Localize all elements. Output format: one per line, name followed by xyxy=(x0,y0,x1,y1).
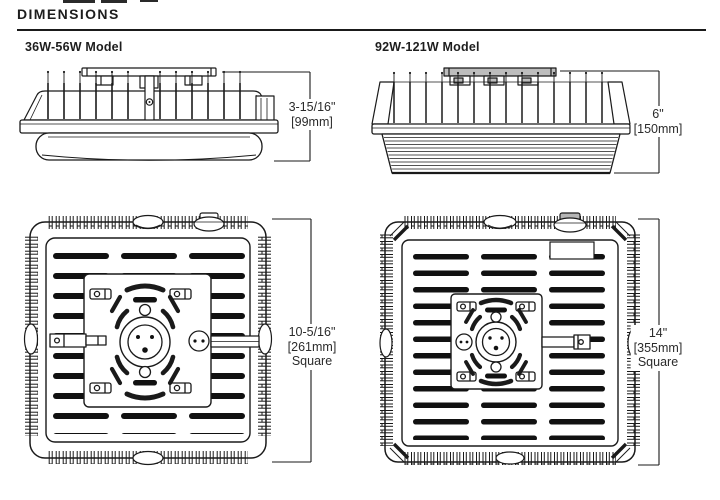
dim-value-mm: [355mm] xyxy=(633,340,683,355)
diagonal-slots xyxy=(464,308,528,376)
model-a-title: 36W-56W Model xyxy=(25,40,123,54)
scan-artifact xyxy=(63,0,95,3)
plate-arc-slots xyxy=(124,283,166,401)
dim-value-inches: 14" xyxy=(648,326,668,340)
ribbed-lower-body xyxy=(381,133,621,175)
scan-artifact xyxy=(140,0,158,2)
dim-value-inches: 10-5/16" xyxy=(288,325,336,339)
dim-value-inches: 3-15/16" xyxy=(288,100,336,114)
radial-slots xyxy=(114,308,176,376)
dim-value-mm: [99mm] xyxy=(291,114,333,129)
dim-92w-width-label: 14" [355mm] Square xyxy=(630,325,686,371)
side-view-36w-drawing xyxy=(19,67,279,161)
plate-arc-slots xyxy=(478,297,514,387)
radial-slots xyxy=(469,314,523,370)
conduit-connector xyxy=(193,212,225,232)
dim-value-mm: [261mm] xyxy=(287,339,337,354)
dim-shape-note: Square xyxy=(637,355,679,369)
right-latch-tab xyxy=(210,335,260,348)
dim-value-inches: 6" xyxy=(652,107,664,121)
heat-sink-fins xyxy=(371,71,631,125)
dim-shape-note: Square xyxy=(291,354,333,368)
plate-hole-top xyxy=(138,303,152,317)
model-b-title: 92W-121W Model xyxy=(375,40,480,54)
junction-box xyxy=(549,241,595,260)
diagonal-slots xyxy=(109,294,181,386)
dim-92w-height-label: 6" [150mm] xyxy=(630,106,686,137)
dim-value-mm: [150mm] xyxy=(633,121,683,136)
mounting-plate xyxy=(49,273,260,408)
mounting-bracket xyxy=(81,67,217,77)
screw-slots xyxy=(89,288,192,394)
right-latch-tab xyxy=(541,334,591,350)
plate-hole-bottom xyxy=(138,365,152,379)
plate-hole-top xyxy=(490,311,502,323)
center-stem xyxy=(139,75,159,123)
plate-hole-bottom xyxy=(490,361,502,373)
page-title: DIMENSIONS xyxy=(17,6,120,22)
aux-hole xyxy=(188,330,210,352)
conduit-connector xyxy=(553,212,587,233)
corner-hatches xyxy=(389,221,631,463)
title-rule xyxy=(17,29,706,31)
mounting-plate xyxy=(450,293,591,390)
dim-36w-height-label: 3-15/16" [99mm] xyxy=(285,99,339,130)
screw-slots xyxy=(456,301,536,382)
lens-housing xyxy=(35,132,263,161)
bottom-view-36w-drawing xyxy=(23,212,273,466)
side-view-92w-drawing xyxy=(371,67,631,175)
left-latch-tab xyxy=(49,333,107,348)
flange xyxy=(371,123,631,135)
aux-hole xyxy=(455,333,473,351)
edge-tabs xyxy=(23,214,273,466)
dim-36w-width-label: 10-5/16" [261mm] Square xyxy=(284,324,340,370)
twist-lock-receptacle xyxy=(475,321,517,363)
scan-artifact xyxy=(101,0,127,3)
bottom-view-92w-drawing xyxy=(379,212,641,465)
